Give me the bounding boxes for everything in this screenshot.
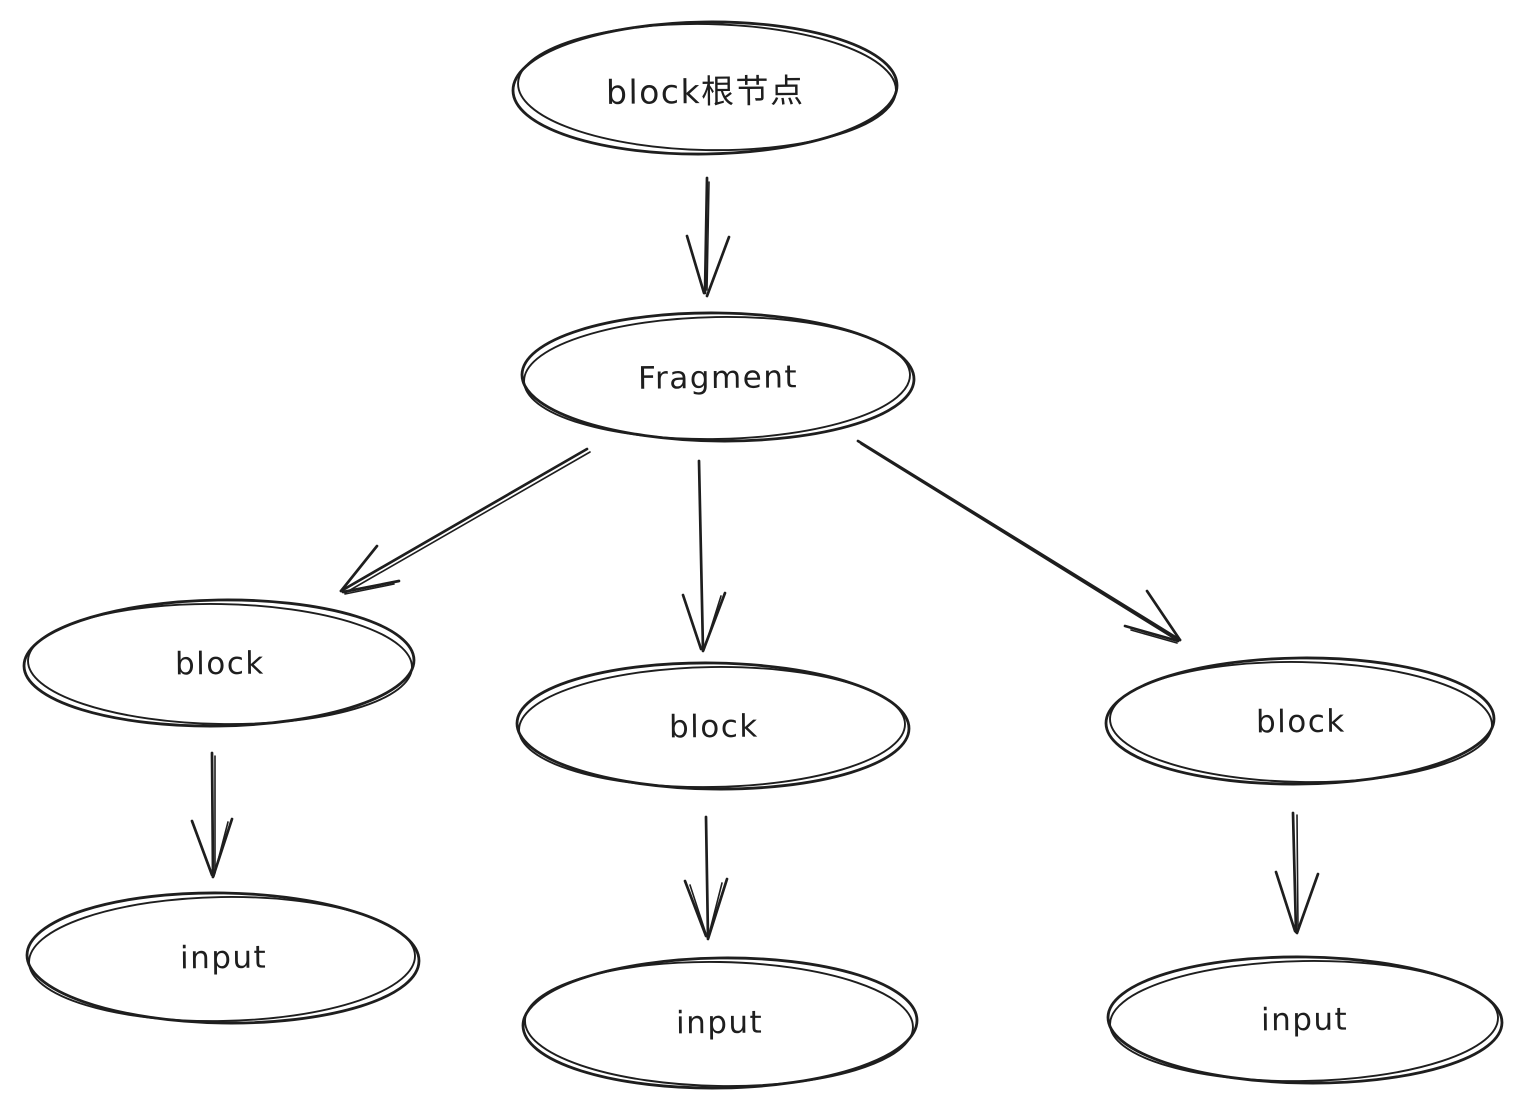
node-block-left: block <box>19 595 420 732</box>
node-block-root-label: block根节点 <box>606 70 805 112</box>
node-input-middle-label: input <box>676 1004 764 1042</box>
ellipse-shape <box>511 20 899 156</box>
node-input-left-label: input <box>179 939 268 977</box>
node-block-right-label: block <box>1255 703 1346 740</box>
node-input-middle: input <box>518 953 922 1093</box>
arrow-root-to-fragment <box>685 176 731 298</box>
node-input-left: input <box>22 888 425 1028</box>
node-block-middle: block <box>512 658 915 795</box>
node-input-right: input <box>1103 952 1507 1088</box>
arrow-block-middle-to-input-middle <box>683 815 729 941</box>
ellipse-shape <box>1104 656 1496 786</box>
ellipse-shape <box>1106 955 1504 1085</box>
ellipse-shape <box>25 891 421 1025</box>
arrow-fragment-to-block-right <box>856 439 1182 644</box>
ellipse-shape <box>521 956 919 1090</box>
node-fragment-label: Fragment <box>638 358 799 397</box>
node-block-left-label: block <box>174 645 265 682</box>
ellipse-shape <box>515 661 911 791</box>
node-block-middle-label: block <box>668 708 759 745</box>
node-input-right-label: input <box>1261 1001 1349 1039</box>
node-block-right: block <box>1101 653 1500 790</box>
arrow-block-right-to-input-right <box>1274 811 1320 935</box>
ellipse-shape <box>520 311 916 443</box>
node-block-root: block根节点 <box>508 17 903 160</box>
arrow-block-left-to-input-left <box>190 751 234 879</box>
arrow-fragment-to-block-left <box>339 447 591 595</box>
node-fragment: Fragment <box>517 308 920 447</box>
ellipse-shape <box>22 598 416 728</box>
arrow-fragment-to-block-middle <box>681 459 727 653</box>
